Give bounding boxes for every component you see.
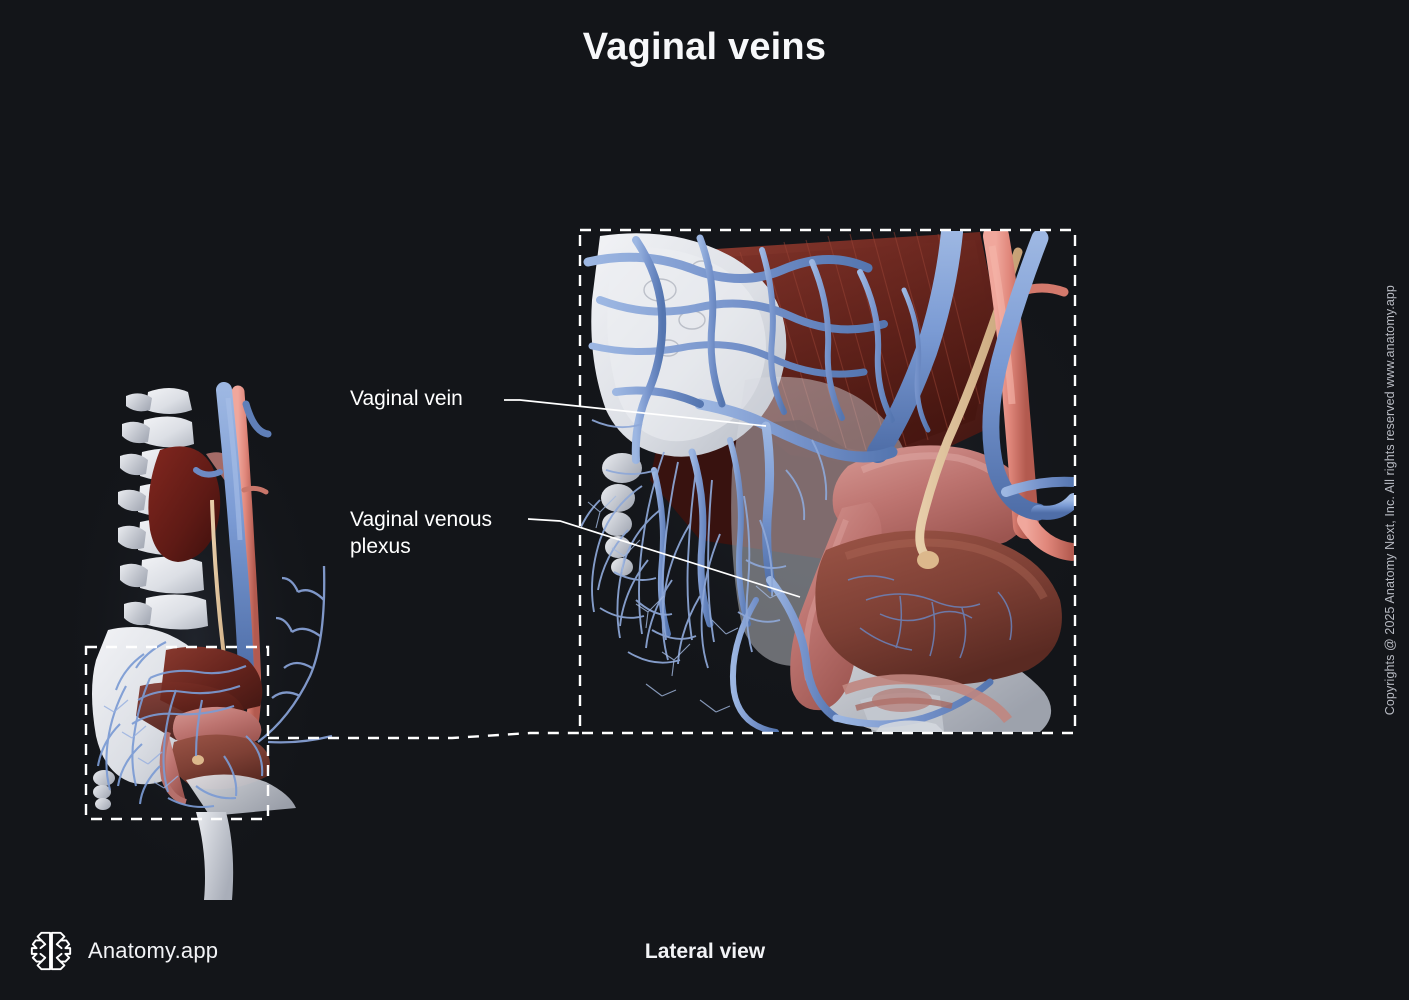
vagina-overview bbox=[159, 731, 187, 805]
pelvic-wall bbox=[731, 376, 919, 667]
kidney bbox=[148, 446, 221, 562]
bladder-overview bbox=[172, 734, 270, 790]
detail-figure bbox=[581, 231, 1074, 732]
coccyx bbox=[601, 453, 642, 576]
pelvic-muscle bbox=[700, 232, 1000, 470]
ureter-overview bbox=[210, 499, 234, 721]
lumbar-spine bbox=[118, 388, 208, 630]
bladder bbox=[815, 530, 1062, 686]
venous-capillaries bbox=[587, 495, 783, 713]
leader-line-vaginal-venous-plexus bbox=[527, 518, 801, 598]
external-iliac-artery bbox=[983, 231, 1039, 539]
brain-icon bbox=[30, 931, 72, 971]
vaginal-venous-plexus bbox=[581, 419, 828, 669]
zoom-connector bbox=[268, 731, 580, 740]
internal-iliac-vein bbox=[867, 231, 963, 463]
view-caption: Lateral view bbox=[644, 940, 766, 963]
muscle-striations bbox=[739, 231, 981, 451]
overview-vein-network bbox=[96, 641, 264, 809]
sacrum bbox=[591, 233, 787, 457]
overview-selection-box bbox=[84, 645, 270, 821]
presacral-venous-arcades bbox=[583, 234, 994, 732]
abdominal-aorta bbox=[231, 385, 262, 731]
sacrum-overview bbox=[92, 627, 215, 785]
coccyx-overview bbox=[93, 770, 115, 810]
label-vaginal-venous-plexus: Vaginal venous plexus bbox=[350, 508, 493, 558]
external-iliac-vein bbox=[982, 231, 1049, 521]
vaginal-vein bbox=[694, 398, 898, 463]
femur-overview bbox=[196, 812, 234, 900]
ureter bbox=[915, 247, 1023, 561]
overview-capillaries bbox=[103, 699, 179, 789]
label-vaginal-vein: Vaginal vein bbox=[350, 387, 463, 410]
inferior-vena-cava bbox=[216, 382, 254, 680]
uterus bbox=[832, 445, 1032, 556]
uterus-overview bbox=[172, 706, 262, 751]
pubis-overview bbox=[186, 774, 296, 816]
pelvic-muscle-overview bbox=[160, 646, 263, 720]
overview-free-vein bbox=[257, 565, 333, 744]
overview-figure bbox=[60, 380, 335, 900]
detail-frame bbox=[578, 228, 1077, 735]
ureteric-orifice bbox=[917, 551, 939, 569]
brand-logo: Anatomy.app bbox=[28, 928, 218, 974]
copyright-notice: Copyrights @ 2025 Anatomy Next, Inc. All… bbox=[1373, 0, 1407, 1000]
vagina bbox=[790, 502, 882, 711]
deep-pelvic-shadow bbox=[650, 420, 880, 560]
copyright-text: Copyrights @ 2025 Anatomy Next, Inc. All… bbox=[1383, 284, 1397, 716]
page-title: Vaginal veins bbox=[582, 26, 827, 68]
leader-line-vaginal-vein bbox=[504, 399, 767, 427]
pubic-bone bbox=[796, 627, 1052, 732]
brand-name: Anatomy.app bbox=[88, 938, 219, 963]
bladder-vein-network bbox=[847, 575, 1013, 659]
sacral-foramina bbox=[643, 260, 713, 357]
pelvic-floor-muscle bbox=[842, 674, 1012, 724]
femur-stub bbox=[876, 720, 944, 732]
